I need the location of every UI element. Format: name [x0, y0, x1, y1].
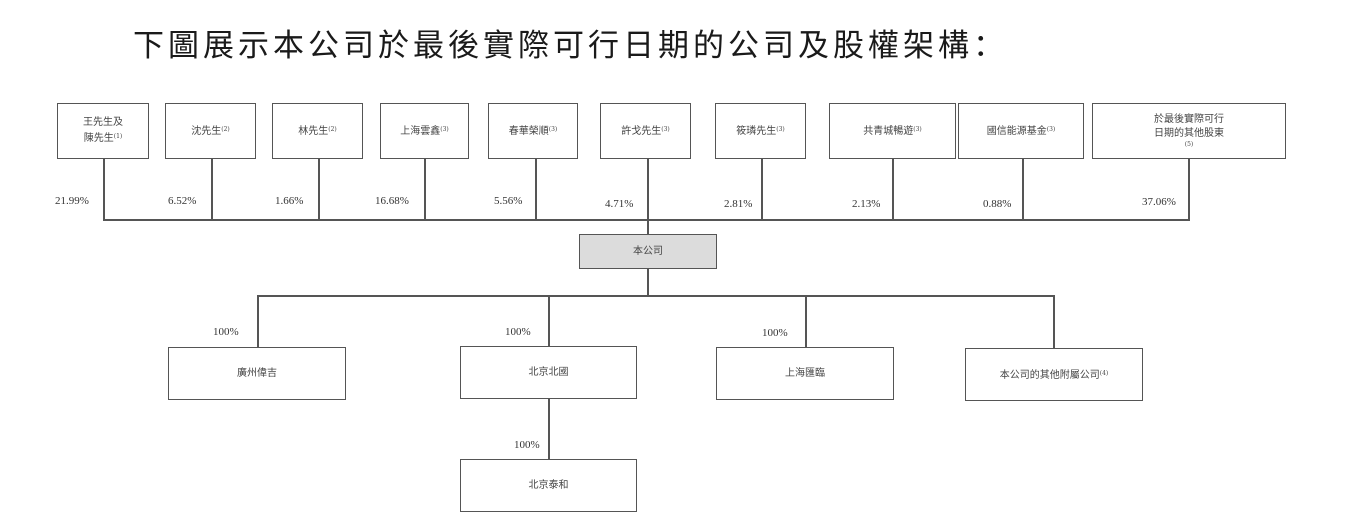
shareholding-percent: 2.13%: [852, 198, 881, 210]
shareholder-name: 沈先生: [191, 126, 222, 137]
shareholding-percent: 6.52%: [168, 195, 197, 207]
shareholder-name: 許戈先生: [621, 126, 662, 137]
company-box: 本公司: [579, 234, 717, 269]
shareholder-name-line2: 陳先生: [83, 133, 114, 144]
connector-line: [1053, 295, 1055, 348]
shareholder-bus-line: [103, 219, 1190, 221]
footnote-ref: (3): [913, 126, 922, 133]
shareholding-percent: 21.99%: [55, 195, 89, 207]
subsidiary-name: 廣州偉吉: [237, 367, 277, 379]
footnote-ref: (3): [1046, 126, 1056, 133]
connector-line: [647, 159, 649, 235]
shareholder-name: 林先生: [298, 126, 329, 137]
shareholding-percent: 1.66%: [275, 195, 304, 207]
shareholder-name-line2: 日期的其他股東: [1154, 128, 1224, 139]
connector-line: [1188, 159, 1190, 220]
subsidiary-box-guangzhou-weiji: 廣州偉吉: [168, 347, 346, 400]
footnote-ref: (1): [113, 133, 123, 140]
subsidiary-percent: 100%: [505, 326, 531, 338]
subsidiary-percent: 100%: [213, 326, 239, 338]
shareholding-percent: 0.88%: [983, 198, 1012, 210]
connector-line: [535, 159, 537, 220]
company-name: 本公司: [633, 245, 663, 257]
shareholder-name-line1: 王先生及: [83, 117, 123, 128]
sub-subsidiary-percent: 100%: [514, 439, 540, 451]
footnote-ref: (3): [776, 126, 785, 133]
shareholder-box-xiaolin: 筱璘先生(3): [715, 103, 806, 159]
sub-subsidiary-name: 北京泰和: [528, 479, 569, 491]
connector-line: [103, 159, 105, 220]
connector-line: [892, 159, 894, 220]
footnote-ref: (3): [548, 126, 558, 133]
connector-line: [318, 159, 320, 220]
shareholder-box-chunhua: 春華榮順(3): [488, 103, 578, 159]
shareholder-box-shanghai-yunxin: 上海雲鑫(3): [380, 103, 469, 159]
subsidiary-name: 本公司的其他附屬公司: [999, 369, 1100, 381]
shareholder-box-other-shareholders: 於最後實際可行 日期的其他股東 (5): [1092, 103, 1286, 159]
shareholder-name: 共青城暢遊: [863, 126, 914, 137]
shareholding-percent: 5.56%: [494, 195, 523, 207]
shareholding-percent: 37.06%: [1142, 196, 1176, 208]
shareholder-box-shen: 沈先生(2): [165, 103, 256, 159]
subsidiary-name: 北京北國: [528, 366, 569, 378]
subsidiary-box-shanghai-huilin: 上海匯臨: [716, 347, 894, 400]
footnote-ref: (5): [1184, 141, 1194, 148]
connector-line: [805, 295, 807, 348]
subsidiary-box-other-subsidiaries: 本公司的其他附屬公司(4): [965, 348, 1143, 401]
footnote-ref: (4): [1099, 369, 1109, 377]
footnote-ref: (2): [328, 126, 337, 133]
shareholding-percent: 4.71%: [605, 198, 634, 210]
connector-line: [424, 159, 426, 220]
shareholder-box-gongqingcheng: 共青城暢遊(3): [829, 103, 956, 159]
shareholder-box-xuge: 許戈先生(3): [600, 103, 691, 159]
page-title: 下圖展示本公司於最後實際可行日期的公司及股權架構：: [133, 28, 1008, 64]
connector-line: [761, 159, 763, 220]
shareholder-box-lin: 林先生(2): [272, 103, 363, 159]
shareholder-name: 春華榮順: [508, 126, 549, 137]
sub-subsidiary-box-beijing-taihe: 北京泰和: [460, 459, 637, 512]
shareholder-box-guoxin-fund: 國信能源基金(3): [958, 103, 1084, 159]
shareholding-percent: 2.81%: [724, 198, 753, 210]
shareholder-name: 筱璘先生: [736, 126, 777, 137]
footnote-ref: (3): [661, 126, 670, 133]
connector-line: [257, 295, 259, 348]
shareholder-box-wang-chen: 王先生及 陳先生(1): [57, 103, 149, 159]
shareholding-percent: 16.68%: [375, 195, 409, 207]
connector-line: [211, 159, 213, 220]
shareholder-name: 國信能源基金: [986, 126, 1047, 137]
subsidiary-bus-line: [257, 295, 1054, 297]
shareholder-name: 上海雲鑫: [400, 126, 441, 137]
connector-line: [647, 269, 649, 296]
footnote-ref: (3): [440, 126, 449, 133]
connector-line: [1022, 159, 1024, 220]
shareholder-name-line1: 於最後實際可行: [1154, 114, 1224, 125]
connector-line: [548, 399, 550, 460]
subsidiary-percent: 100%: [762, 327, 788, 339]
footnote-ref: (2): [221, 126, 230, 133]
connector-line: [548, 295, 550, 348]
subsidiary-box-beijing-beiguo: 北京北國: [460, 346, 637, 399]
subsidiary-name: 上海匯臨: [785, 367, 825, 379]
